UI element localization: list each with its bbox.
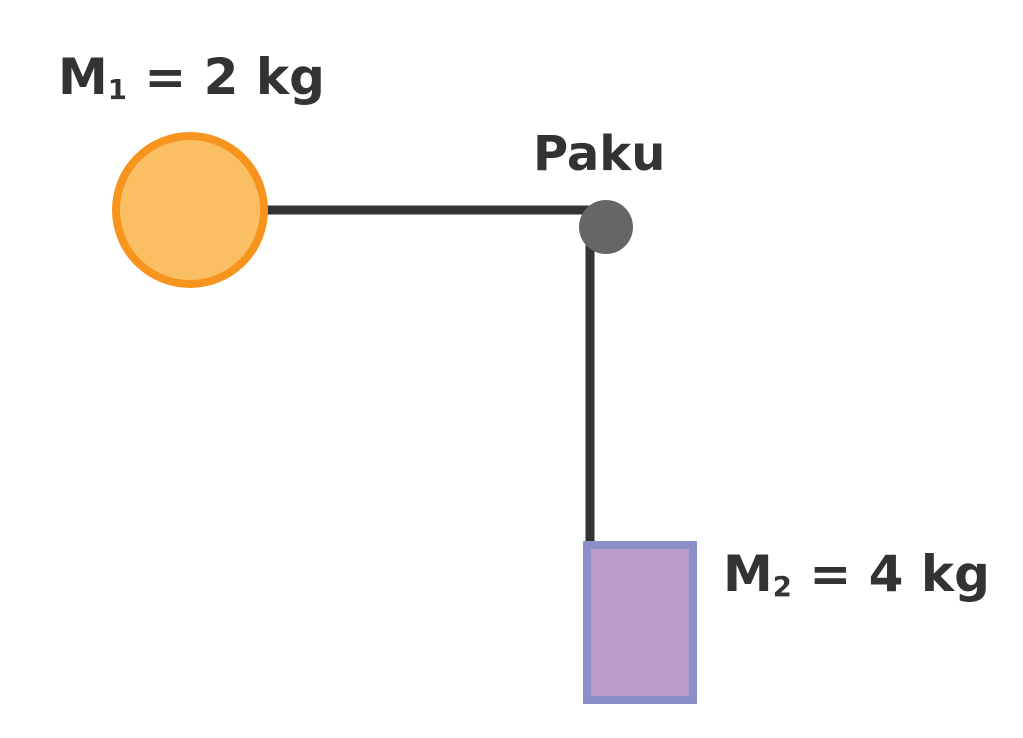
block-mass-m2 [583,541,697,704]
mass-m1-subscript: 1 [107,73,127,106]
mass-m2-symbol: M [723,545,773,603]
mass-m2-label: M2 = 4 kg [723,549,990,600]
nail-label: Paku [533,126,666,182]
mass-m1-symbol: M [58,48,108,106]
ball-mass-m1 [112,132,268,288]
nail-pivot [579,200,633,254]
mass-m2-value: = 4 kg [791,545,990,603]
mass-m1-value: = 2 kg [126,48,325,106]
mass-m2-subscript: 2 [772,570,792,603]
mass-m1-label: M1 = 2 kg [58,52,325,103]
